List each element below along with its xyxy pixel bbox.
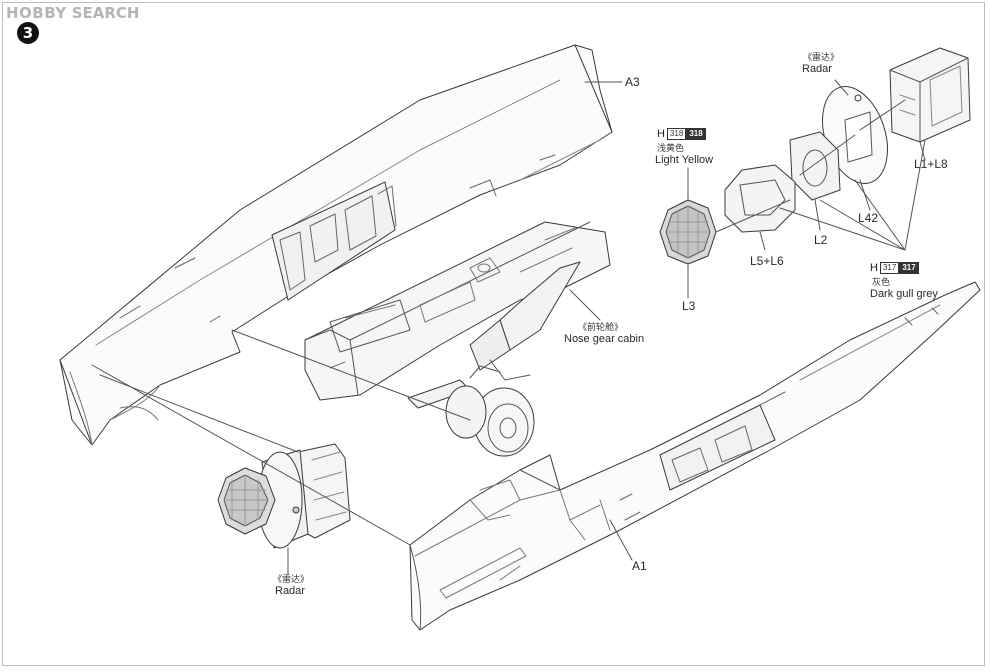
nose-gear-cabin [304,221,611,457]
radar-bottom-en: Radar [275,585,305,597]
logo-word: SEARCH [71,4,140,22]
nose-gear-cn: 《前轮舱》 [578,322,624,332]
radar-assembly-lower [217,443,351,549]
paint-code-grey: H 317 317 [870,262,919,274]
paint-grey-en: Dark gull grey [870,288,938,300]
paint-prefix: H [870,262,878,274]
assembly-guide-lines [91,99,906,546]
paint-code-yellow: H 318 318 [657,128,706,140]
paint-yellow-en: Light Yellow [655,154,714,166]
step-number-badge: 3 [17,22,39,44]
radar-bottom-cn: 《雷达》 [273,574,310,584]
part-label-a1: A1 [632,559,647,573]
part-label-l5-l6: L5+L6 [750,254,784,268]
part-label-l1-l8: L1+L8 [914,157,948,171]
fuselage-lower-a1 [409,281,981,631]
paint-code-box-dark: 317 [899,262,919,274]
radar-assembly-upper [659,47,971,265]
logo-brand: HOBBY [6,4,67,22]
part-label-l2: L2 [814,233,828,247]
part-label-a3: A3 [625,75,640,89]
paint-prefix: H [657,128,665,140]
radar-top-cn: 《雷达》 [803,52,840,62]
fuselage-upper-a3 [59,44,613,446]
part-label-l42: L42 [858,211,879,225]
hobby-search-logo: HOBBY SEARCH [6,4,140,22]
paint-grey-cn: 灰色 [872,277,891,287]
nose-gear-en: Nose gear cabin [564,333,645,345]
paint-code-box: 317 [879,262,900,274]
paint-code-box: 318 [666,128,687,140]
paint-yellow-cn: 浅黄色 [657,143,685,153]
paint-code-box-dark: 318 [686,128,706,140]
radar-top-en: Radar [802,63,832,75]
leader-lines [287,79,926,576]
part-label-l3: L3 [682,299,696,313]
